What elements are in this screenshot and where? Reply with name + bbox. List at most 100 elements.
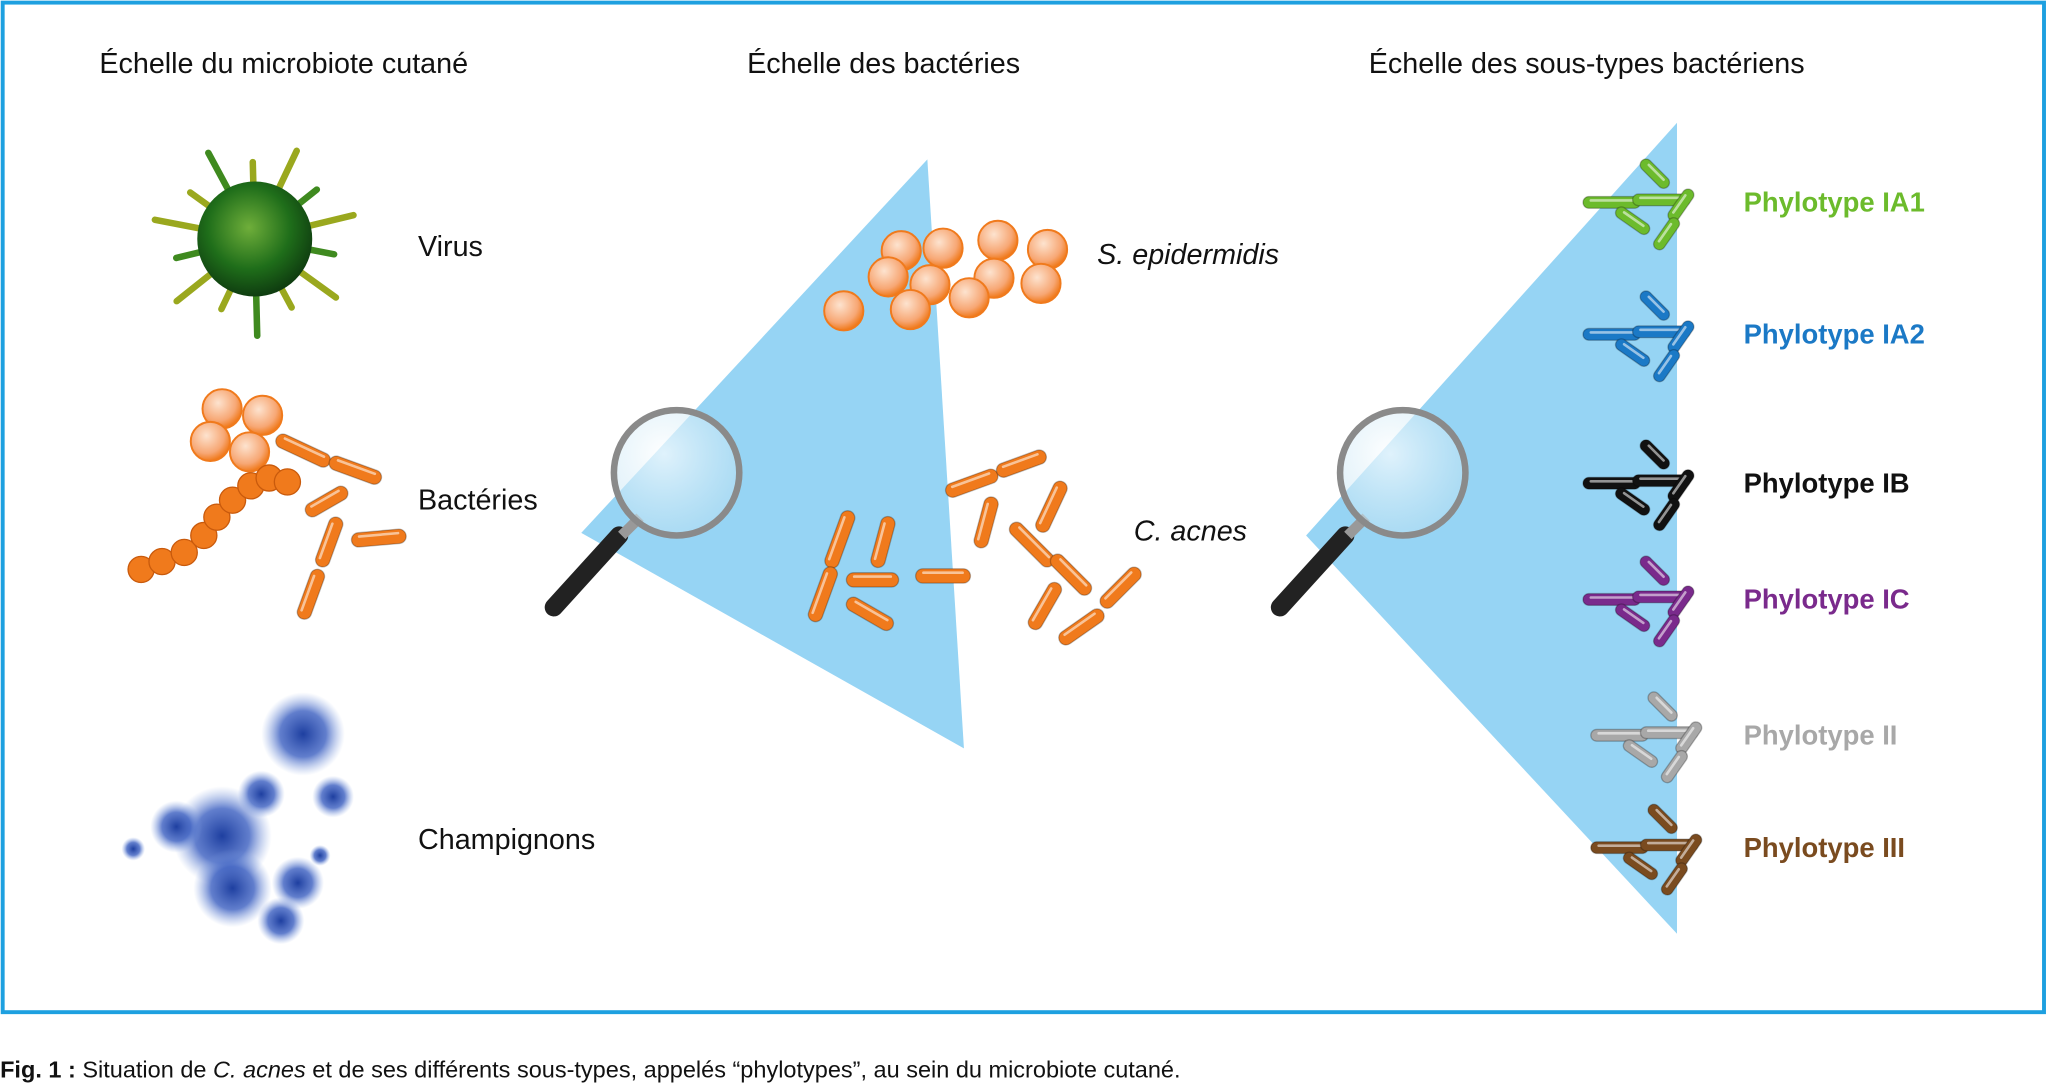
heading-bacteria: Échelle des bactéries <box>747 47 1020 80</box>
rod <box>1652 217 1681 251</box>
phylotype-4-bacteria-icon <box>1590 691 1703 784</box>
phylotype-5-bacteria-icon <box>1590 803 1703 896</box>
heading-subtypes: Échelle des sous-types bactériens <box>1369 47 1805 80</box>
rod <box>973 496 999 549</box>
phylotype-label: Phylotype II <box>1744 719 1898 750</box>
fungi-icon <box>121 692 355 945</box>
rod <box>1590 841 1649 855</box>
coccus <box>242 394 284 436</box>
fungus-spore <box>309 844 331 866</box>
rod <box>350 528 407 548</box>
phylotype-2-bacteria-icon <box>1582 439 1695 532</box>
coccus <box>823 290 865 332</box>
s-epidermidis-icon <box>823 219 1069 332</box>
rod <box>1058 608 1105 646</box>
rod <box>1639 555 1671 587</box>
magnifier-icon <box>544 406 743 617</box>
coccus <box>1026 228 1069 271</box>
bacteria-icon <box>127 388 407 620</box>
coccus <box>189 420 231 463</box>
fungus-spore <box>193 848 272 928</box>
rod <box>1647 803 1678 835</box>
rod <box>1582 476 1642 490</box>
label-bacteria: Bactéries <box>418 484 538 516</box>
coccus <box>273 468 302 496</box>
phylotype-0-bacteria-icon <box>1582 158 1695 251</box>
fungus-spore <box>150 800 203 853</box>
coccus <box>1020 262 1062 304</box>
rod <box>1035 480 1068 533</box>
zoom-cone-subtypes <box>1306 122 1678 934</box>
rod <box>314 516 344 568</box>
label-c-acnes: C. acnes <box>1134 516 1247 548</box>
figure-frame <box>0 0 2046 1015</box>
phylotype-item: Phylotype IC <box>1582 555 1910 648</box>
phylotype-item: Phylotype IA1 <box>1582 158 1925 251</box>
fungus-spore <box>312 775 355 818</box>
rod <box>1652 497 1681 532</box>
coccus <box>889 288 931 331</box>
rod <box>1614 206 1651 236</box>
coccus <box>228 431 271 473</box>
phylotype-3-bacteria-icon <box>1582 555 1695 648</box>
rod <box>1027 581 1063 631</box>
rod <box>845 572 900 588</box>
rod <box>1639 290 1671 321</box>
rod <box>296 568 326 620</box>
rod <box>1667 469 1695 503</box>
coccus <box>170 538 198 567</box>
rod <box>914 568 972 584</box>
rod <box>1652 348 1681 383</box>
coccus <box>948 277 990 319</box>
rod <box>275 433 332 468</box>
virus-icon <box>151 147 357 340</box>
phylotype-label: Phylotype IB <box>1744 467 1910 498</box>
coccus <box>203 503 231 531</box>
rod <box>1582 195 1642 209</box>
caption-label: Fig. 1 : <box>0 1056 76 1082</box>
coccus <box>218 486 247 514</box>
rod <box>944 468 999 498</box>
figure-caption: Fig. 1 : Situation de C. acnes et de ses… <box>0 1056 1180 1082</box>
zoom-cone-bacteria <box>581 159 964 749</box>
rod <box>1647 691 1678 722</box>
phylotype-label: Phylotype III <box>1744 832 1905 863</box>
magnifier-icon <box>1270 406 1469 617</box>
rod <box>807 566 839 623</box>
c-acnes-icon <box>807 449 1142 646</box>
rod <box>1582 592 1642 606</box>
label-fungi: Champignons <box>418 824 595 856</box>
rod <box>1622 739 1659 768</box>
rod <box>1099 566 1142 609</box>
caption-species: C. acnes <box>213 1056 306 1082</box>
rod <box>1652 614 1681 648</box>
fungus-spore <box>257 897 305 945</box>
rod <box>1582 327 1642 341</box>
label-s-epidermidis: S. epidermidis <box>1097 239 1279 271</box>
rod <box>1590 728 1649 742</box>
heading-skin-microbiota: Échelle du microbiote cutané <box>99 47 468 80</box>
phylotype-label: Phylotype IC <box>1744 584 1910 615</box>
rod <box>328 455 383 485</box>
rod <box>1639 439 1671 470</box>
caption-text: et de ses différents sous-types, appelés… <box>306 1056 1181 1082</box>
rod <box>304 485 349 518</box>
phylotype-item: Phylotype IA2 <box>1582 290 1925 383</box>
label-virus: Virus <box>418 231 483 263</box>
rod <box>870 515 896 569</box>
rod <box>1639 158 1671 190</box>
fungus-spore <box>271 856 324 909</box>
rod <box>995 449 1048 478</box>
coccus <box>922 227 964 269</box>
rod <box>1660 862 1689 896</box>
rod <box>845 596 895 632</box>
coccus <box>867 256 909 298</box>
phylotype-item: Phylotype III <box>1590 803 1905 896</box>
rod <box>1614 603 1651 633</box>
phylotype-item: Phylotype II <box>1590 691 1898 784</box>
fungus-spore <box>121 837 146 861</box>
caption-text: Situation de <box>76 1056 213 1082</box>
rod <box>1614 338 1651 368</box>
phylotype-1-bacteria-icon <box>1582 290 1695 383</box>
